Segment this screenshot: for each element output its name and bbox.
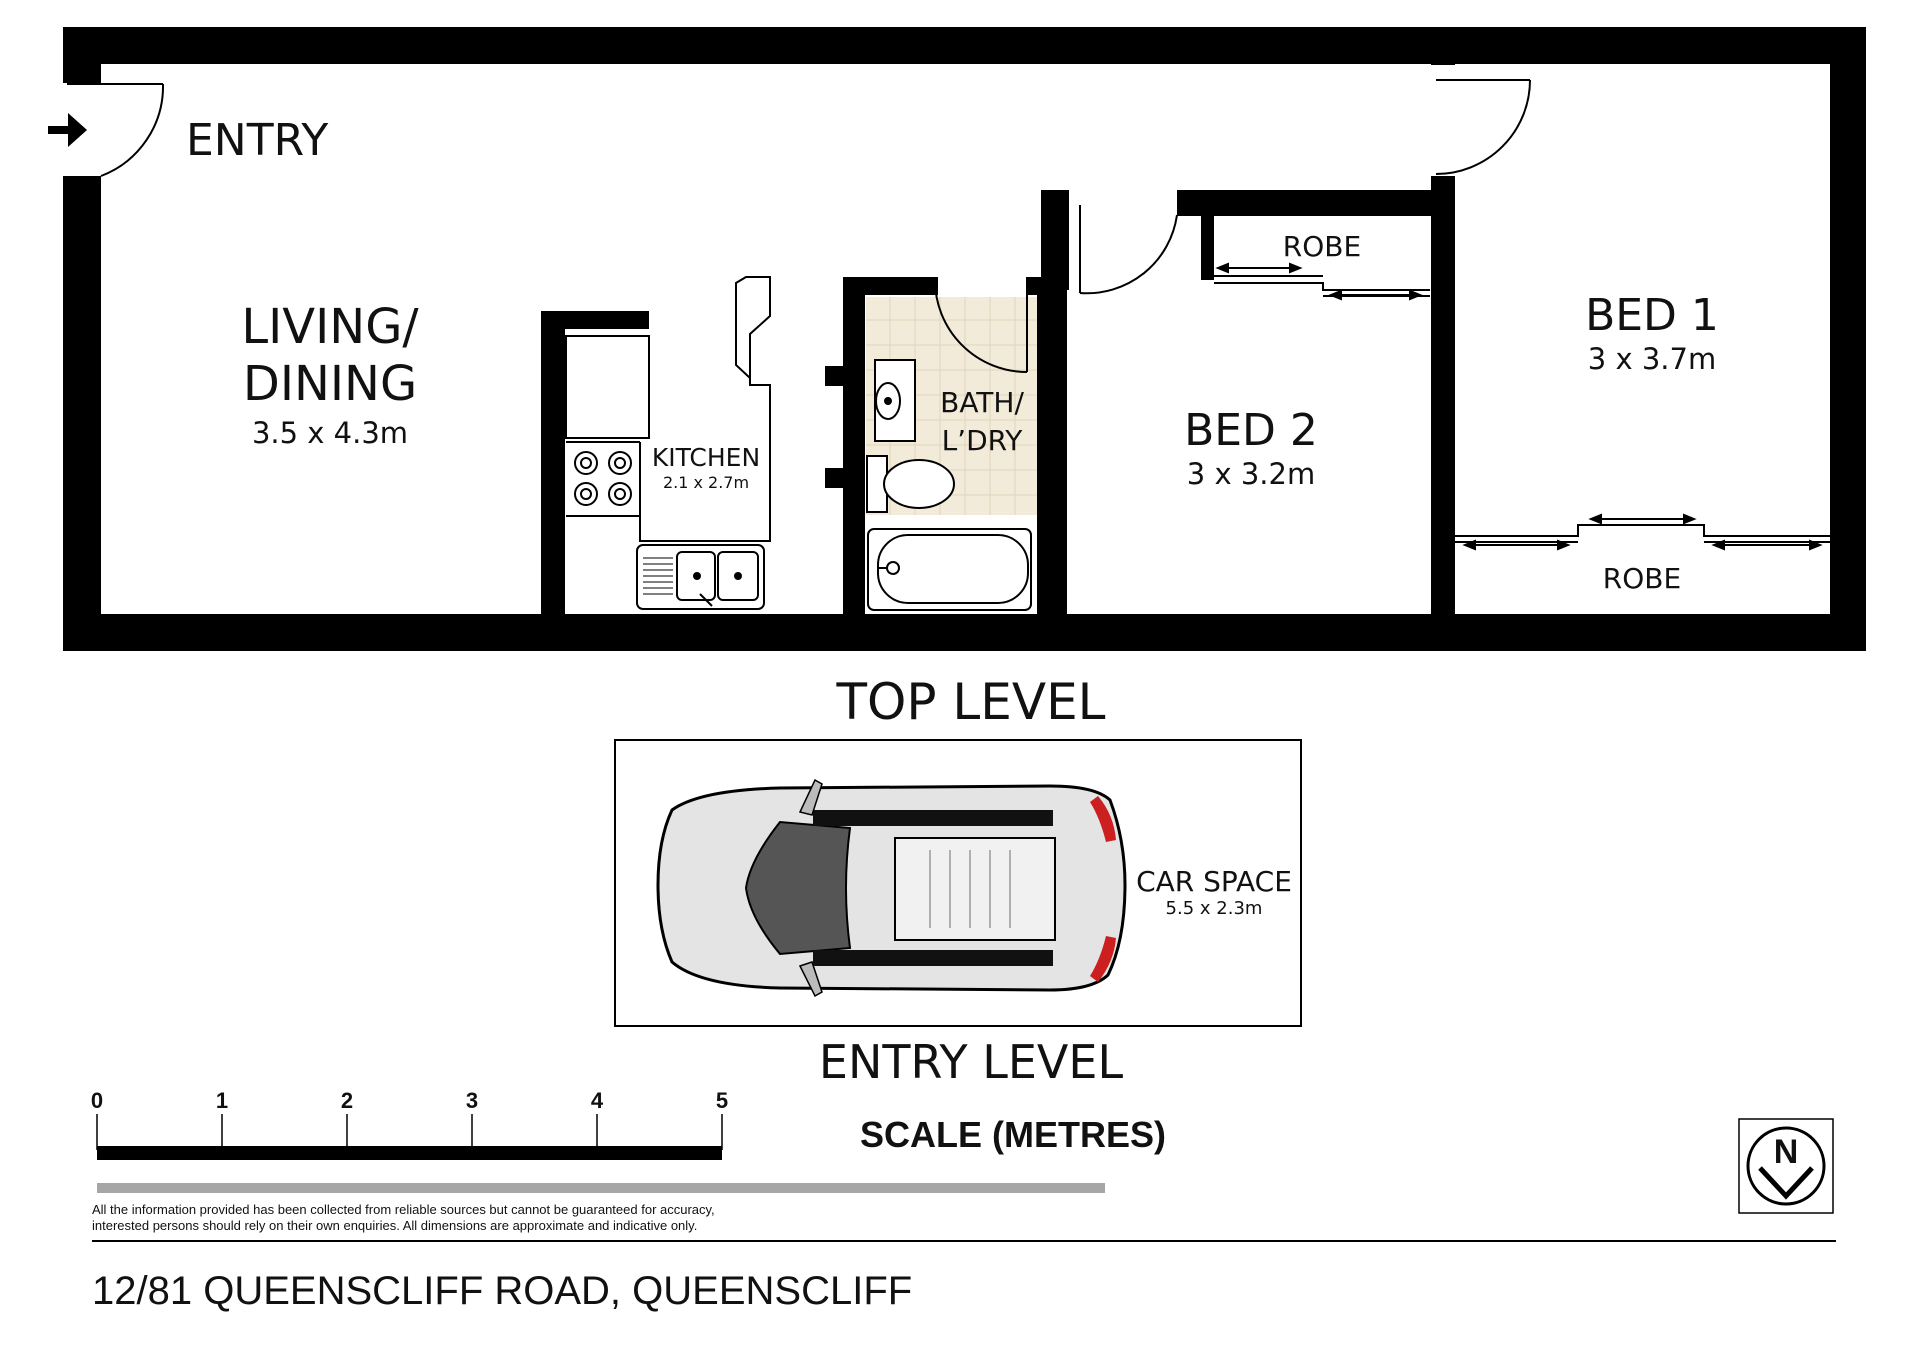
entry-label: ENTRY bbox=[186, 115, 328, 166]
bed1-label: BED 1 bbox=[1585, 290, 1719, 341]
scale-label: SCALE (METRES) bbox=[860, 1114, 1166, 1155]
wall-left bbox=[63, 176, 101, 651]
scale-tick-label: 1 bbox=[216, 1088, 228, 1113]
gray-divider bbox=[97, 1183, 1105, 1193]
wall-bath-stub-1 bbox=[825, 366, 847, 386]
bath-door-swing bbox=[934, 279, 1028, 373]
doors bbox=[67, 79, 1531, 373]
bed2-door-swing bbox=[1079, 214, 1178, 295]
wall-robe-side bbox=[1201, 190, 1214, 280]
wall-left-top bbox=[63, 27, 101, 83]
scale-tick-label: 3 bbox=[466, 1088, 478, 1113]
arrow-right-icon bbox=[48, 113, 87, 147]
kitchen-label: KITCHEN bbox=[652, 443, 760, 472]
bed2-label: BED 2 bbox=[1184, 405, 1318, 456]
disclaimer-line1: All the information provided has been co… bbox=[92, 1202, 715, 1217]
bath-label-line1: BATH/ bbox=[940, 386, 1024, 419]
robe-bed2-label: ROBE bbox=[1283, 230, 1361, 263]
bath-label-line2: L’DRY bbox=[942, 424, 1024, 457]
cooktop bbox=[574, 451, 632, 506]
entry-door-swing bbox=[100, 83, 165, 177]
scale-tick-label: 5 bbox=[716, 1088, 728, 1113]
wall-bed1-left bbox=[1431, 176, 1455, 631]
top-level-title: TOP LEVEL bbox=[835, 673, 1105, 731]
wall-top bbox=[63, 27, 1866, 64]
scale-tick-label: 2 bbox=[341, 1088, 353, 1113]
scale-tick-label: 4 bbox=[591, 1088, 604, 1113]
disclaimer-line2: interested persons should rely on their … bbox=[92, 1218, 697, 1233]
wall-bed2-top bbox=[1177, 190, 1433, 216]
wall-bath-right bbox=[1037, 277, 1067, 631]
bed2-size: 3 x 3.2m bbox=[1187, 457, 1315, 491]
address-title: 12/81 QUEENSCLIFF ROAD, QUEENSCLIFF bbox=[92, 1269, 912, 1313]
wall-bed1-left-top bbox=[1431, 27, 1455, 65]
scale-tick-label: 0 bbox=[91, 1088, 103, 1113]
wall-bath-left bbox=[843, 277, 865, 631]
wall-kitchen-top bbox=[541, 311, 649, 329]
walls bbox=[63, 27, 1866, 651]
bed1-door-swing bbox=[1435, 79, 1531, 175]
wall-bath-top bbox=[843, 277, 938, 295]
car-icon bbox=[656, 778, 1127, 998]
wall-bath-stub-2 bbox=[825, 468, 847, 488]
wall-right bbox=[1830, 27, 1866, 651]
car-space-box bbox=[614, 739, 1302, 1027]
toilet-bowl bbox=[883, 459, 955, 509]
kitchen-size: 2.1 x 2.7m bbox=[663, 473, 749, 492]
fridge bbox=[565, 335, 650, 439]
sink bbox=[636, 544, 765, 610]
car-space-size: 5.5 x 2.3m bbox=[1166, 898, 1263, 919]
robe-arrows bbox=[1215, 262, 1823, 551]
bath-fixtures bbox=[866, 359, 1032, 611]
compass-letter: N bbox=[1774, 1133, 1799, 1171]
kitchen-fixtures bbox=[565, 276, 771, 610]
robe-bed1-label: ROBE bbox=[1603, 562, 1681, 595]
wall-bottom bbox=[63, 614, 1866, 651]
entry-level-title: ENTRY LEVEL bbox=[819, 1035, 1124, 1089]
living-label-line1: LIVING/ bbox=[241, 299, 419, 355]
scale-bar: 0 1 2 3 4 5 bbox=[91, 1088, 728, 1160]
wall-kitchen-left bbox=[541, 311, 565, 631]
bed1-size: 3 x 3.7m bbox=[1588, 342, 1716, 376]
car-space-label: CAR SPACE bbox=[1136, 865, 1292, 898]
living-label-line2: DINING bbox=[243, 356, 417, 412]
living-size: 3.5 x 4.3m bbox=[252, 416, 408, 450]
north-compass-icon: N bbox=[1738, 1118, 1834, 1214]
wall-bed2-left-top bbox=[1041, 190, 1069, 290]
